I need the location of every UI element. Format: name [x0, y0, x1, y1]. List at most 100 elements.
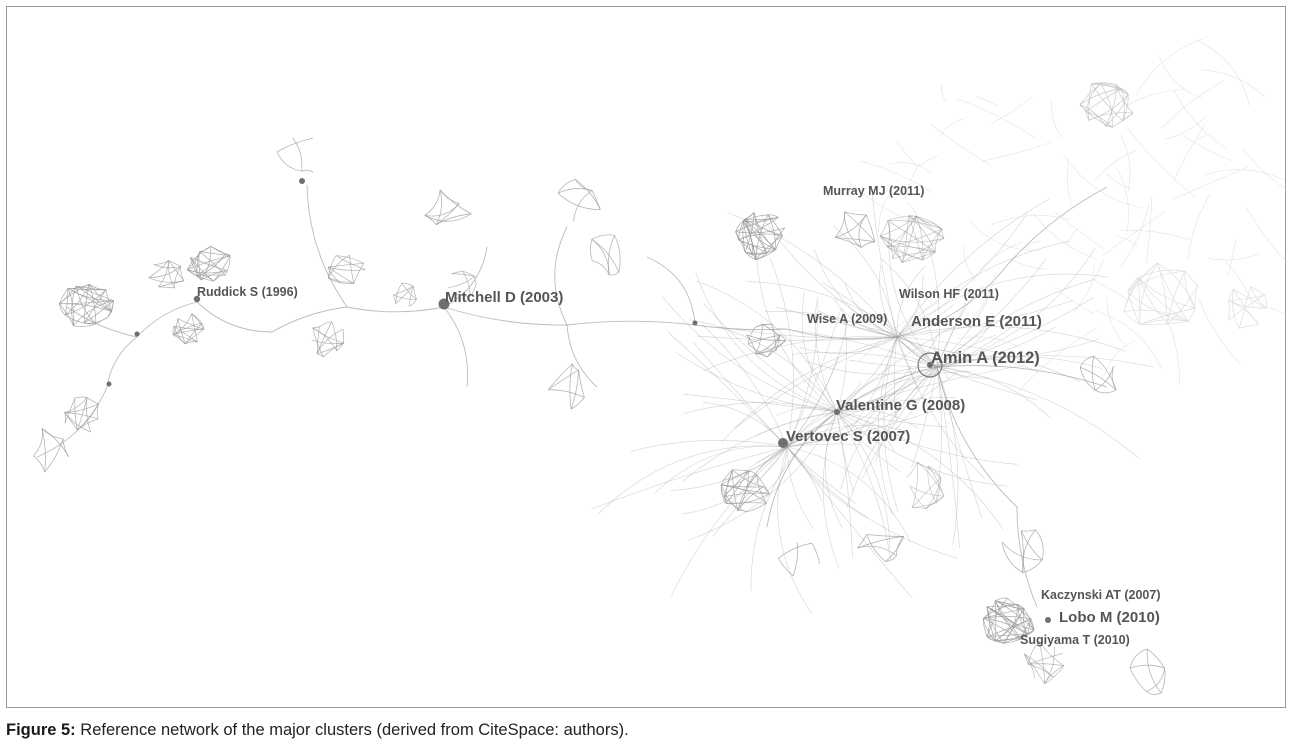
cluster-edge [1024, 653, 1036, 678]
backbone-edge [554, 226, 568, 326]
motif-edge [570, 370, 579, 410]
cluster-edge [723, 474, 758, 497]
cluster-edge [986, 634, 1028, 638]
branch-motif [857, 534, 905, 562]
faint-edge [1094, 279, 1146, 312]
cluster-mitchell [448, 271, 477, 297]
hub-edge [786, 446, 868, 519]
hub-edge [786, 446, 911, 542]
faint-edge [848, 181, 910, 222]
hub-edge [667, 331, 788, 448]
hub-edge [770, 258, 794, 448]
cluster-edge [767, 214, 783, 236]
node-label-mitchell: Mitchell D (2003) [445, 289, 563, 306]
cluster-mid-a [327, 254, 366, 285]
hub-edge [896, 265, 927, 338]
cluster-edge [393, 294, 397, 304]
cluster-edge [158, 260, 170, 288]
motif-edge [570, 397, 585, 410]
hub-edge [855, 366, 938, 439]
node-amin [917, 352, 943, 378]
cluster-edge [909, 485, 944, 497]
motif-edge [1147, 648, 1166, 669]
faint-edge [990, 215, 1069, 226]
cluster-edge [59, 300, 114, 305]
cluster-edge [153, 260, 169, 265]
cluster-edge [327, 262, 364, 268]
cluster-edge [158, 286, 175, 289]
figure-caption-text: Reference network of the major clusters … [80, 721, 629, 739]
node-label-sugiyama: Sugiyama T (2010) [1020, 633, 1130, 647]
faint-edge [1201, 69, 1266, 97]
cluster-edge [86, 397, 92, 433]
motif-edge [778, 542, 812, 559]
faint-edge [1172, 166, 1249, 200]
cluster-edge [1085, 88, 1122, 112]
cluster-edge [1052, 665, 1064, 678]
cluster-edge [901, 215, 909, 263]
cluster-lower-left [64, 396, 99, 433]
cluster-edge [177, 318, 186, 345]
faint-edge [1025, 240, 1041, 249]
motif-edge [578, 370, 585, 398]
hub-edge [875, 366, 938, 462]
cluster-edge [886, 220, 891, 247]
hub-edge [936, 366, 959, 546]
cluster-edge [1157, 262, 1168, 325]
cluster-edge [77, 403, 99, 431]
faint-edge [1224, 260, 1255, 309]
faint-edge [1018, 327, 1097, 392]
motif-edge [557, 178, 576, 194]
motif-edge [1020, 530, 1024, 573]
node-vertovec [778, 438, 788, 448]
hub-edge [836, 411, 896, 452]
motif-edge [834, 237, 875, 243]
cluster-edge [925, 477, 942, 509]
hub-edge [703, 303, 838, 413]
motif-edge [424, 189, 441, 216]
cluster-edge [76, 397, 88, 431]
faint-edge [979, 241, 1024, 271]
cluster-edge [908, 215, 936, 253]
faint-edge [976, 96, 998, 107]
faint-edge [939, 117, 967, 137]
cluster-mid-b [311, 321, 345, 358]
cluster-edge [64, 397, 88, 413]
motif-edge [1035, 529, 1044, 561]
cluster-edge [74, 396, 88, 399]
cluster-edge [1028, 663, 1064, 667]
cluster-edge [73, 300, 114, 327]
hub-edge [836, 411, 891, 561]
cluster-edge [901, 216, 917, 263]
cluster-edge [887, 220, 936, 253]
backbone-edge [746, 446, 788, 488]
motif-edge [844, 211, 867, 216]
cluster-edge [928, 465, 942, 479]
hub-edge [836, 411, 853, 558]
cluster-edge [451, 273, 475, 277]
cluster-edge [148, 277, 185, 283]
motif-edge [885, 536, 905, 562]
faint-edge [1158, 55, 1203, 99]
cluster-vertovec [720, 469, 770, 513]
cluster-edge [1027, 652, 1064, 665]
hub-edge [836, 411, 947, 428]
backbone-edge [766, 411, 838, 528]
cluster-edge [316, 326, 320, 354]
faint-edge [1107, 173, 1132, 189]
hub-edge [840, 366, 938, 490]
network-edges [36, 36, 1287, 614]
motif-edge [33, 428, 43, 456]
cluster-edge [879, 235, 888, 248]
cluster-edge [995, 600, 1025, 610]
backbone-edge [66, 306, 138, 338]
faint-edge [1228, 238, 1237, 276]
hub-edge [867, 327, 938, 368]
motif-edge [844, 211, 862, 248]
motif-edge [792, 542, 799, 577]
motif-edge [1021, 529, 1036, 532]
hub-edge [836, 397, 900, 413]
hub-edge [896, 274, 924, 338]
node-branch [692, 320, 698, 326]
cluster-edge [925, 502, 937, 509]
